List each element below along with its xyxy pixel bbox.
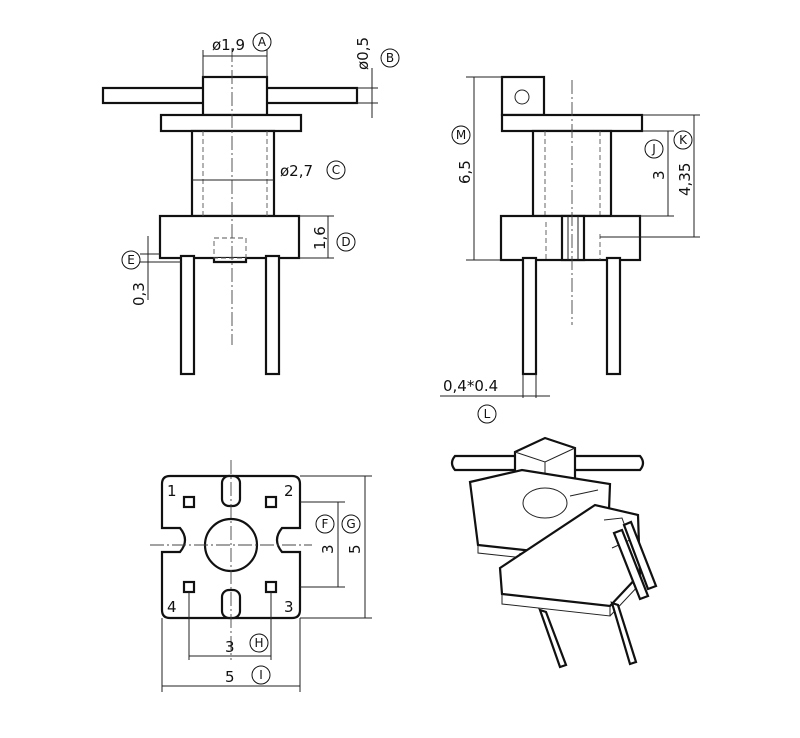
dim-a-value: ø1,9: [212, 36, 245, 54]
dim-g-value: 5: [346, 544, 364, 554]
dim-i-label: I: [259, 668, 263, 682]
dim-a-label: A: [258, 35, 267, 49]
dim-f-value: 3: [319, 544, 337, 554]
dim-e-label: E: [127, 253, 135, 267]
dim-l-label: L: [484, 407, 491, 421]
dim-f-label: F: [322, 517, 329, 531]
dim-i-value: 5: [225, 668, 235, 686]
dim-d-label: D: [341, 235, 350, 249]
side-view: 6,5 M 3 J 4,35 K 0,4*0.4 L: [440, 75, 700, 424]
dim-k-label: K: [679, 133, 688, 147]
pin-4-label: 4: [167, 598, 177, 616]
dim-c-label: C: [332, 163, 340, 177]
front-view: ø1,9 A ø0,5 B ø2,7 C 1,6 D 0,3 E: [101, 32, 400, 376]
dim-g-label: G: [346, 517, 355, 531]
dim-b-value: ø0,5: [354, 37, 372, 70]
bottom-view: 1 2 3 4 3 F 5 G 3 H 5 I: [150, 460, 372, 692]
dim-h-label: H: [254, 636, 263, 650]
dim-l-value: 0,4*0.4: [443, 377, 498, 395]
dim-h-value: 3: [225, 638, 235, 656]
dim-b-label: B: [386, 51, 394, 65]
pin-2-label: 2: [284, 482, 294, 500]
dim-j-label: J: [651, 142, 656, 156]
dim-c-value: ø2,7: [280, 162, 313, 180]
dim-m-value: 6,5: [456, 160, 474, 184]
pin-3-label: 3: [284, 598, 294, 616]
pin-1-label: 1: [167, 482, 177, 500]
isometric-view: [450, 436, 658, 669]
dim-j-value: 3: [650, 170, 668, 180]
dim-d-value: 1,6: [311, 226, 329, 250]
dim-m-label: M: [456, 128, 466, 142]
dim-k-value: 4,35: [676, 163, 694, 196]
dim-e-value: 0,3: [130, 282, 148, 306]
